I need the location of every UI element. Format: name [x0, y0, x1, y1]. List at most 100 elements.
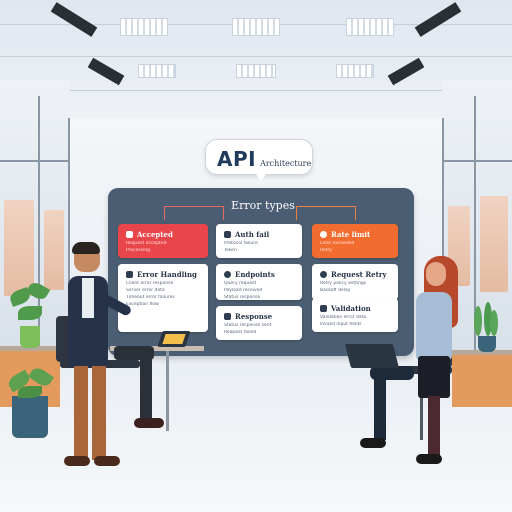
ceiling-light-panel — [236, 64, 276, 78]
plant-pot — [478, 336, 496, 352]
woman-shoe — [416, 454, 442, 464]
error-card-line: Limit exceeded — [320, 241, 355, 246]
bubble-tail — [256, 174, 266, 181]
error-card-line: Client error response — [126, 281, 174, 286]
error-card-line: Protocol failure — [224, 241, 258, 246]
error-card-header: Accepted — [126, 230, 202, 239]
error-card-title: Accepted — [137, 230, 173, 239]
chair-post — [420, 374, 423, 440]
plant-leaf — [490, 310, 498, 336]
page-subtitle: Architecture — [260, 159, 312, 168]
desk-leg — [166, 351, 169, 431]
link-icon — [224, 271, 231, 278]
error-card-title: Rate limit — [331, 230, 371, 239]
left-desk — [0, 346, 62, 351]
error-card-title: Endpoints — [235, 270, 275, 279]
ceiling-light-panel — [346, 18, 394, 36]
woman-face — [426, 262, 446, 286]
man-leg — [92, 366, 106, 460]
error-card-line: Token — [224, 248, 237, 253]
api-title-bubble: API Architecture — [205, 139, 313, 175]
plant-leaf — [18, 386, 42, 398]
man-shoe — [94, 456, 120, 466]
error-card-header: Request Retry — [320, 270, 392, 279]
shield-icon — [224, 231, 231, 238]
page-title: API — [217, 147, 257, 171]
window-reflection — [4, 200, 34, 296]
error-card-header: Auth fail — [224, 230, 296, 239]
error-card-line: Status response — [224, 295, 261, 300]
error-card-line: Payload received — [224, 288, 263, 293]
error-card-header: Response — [224, 312, 296, 321]
connector-bracket — [164, 206, 224, 220]
glass-frame — [474, 96, 476, 350]
error-card-line: Query request — [224, 281, 257, 286]
error-card-title: Response — [235, 312, 273, 321]
error-card-title: Validation — [331, 304, 371, 313]
ceiling-light-panel — [120, 18, 168, 36]
document-icon — [224, 313, 231, 320]
window-reflection — [480, 196, 508, 292]
ceiling-light-panel — [232, 18, 280, 36]
document-icon — [126, 271, 133, 278]
error-card-title: Auth fail — [235, 230, 270, 239]
woman-leg — [374, 374, 386, 440]
glass-frame — [38, 96, 40, 350]
man-leg — [74, 366, 88, 460]
error-card-header: Endpoints — [224, 270, 296, 279]
error-card-header: Rate limit — [320, 230, 392, 239]
plant-leaf — [18, 306, 42, 320]
glass-frame — [0, 160, 70, 162]
error-card-line: Request accepted — [126, 241, 167, 246]
error-card-line: Retry — [320, 248, 332, 253]
plant-pot — [20, 326, 40, 348]
right-desk-cabinet — [452, 355, 512, 407]
woman-blouse — [416, 292, 452, 360]
plant-leaf — [484, 302, 492, 336]
error-card-header: Validation — [320, 304, 392, 313]
center-desk — [110, 346, 204, 351]
laptop-screen — [162, 334, 186, 344]
error-card-line: Backoff delay — [320, 288, 351, 293]
error-card-line: Server error data — [126, 288, 165, 293]
seated-person-shoe — [134, 418, 164, 428]
error-card-line: Validation error data — [320, 315, 367, 320]
window-reflection — [44, 210, 64, 290]
check-icon — [320, 305, 327, 312]
alert-icon — [320, 231, 327, 238]
error-card-line: Request failed — [224, 330, 257, 335]
error-card-line: Timeout error failures — [126, 295, 175, 300]
plant-leaf — [474, 306, 482, 336]
error-card-line: Invalid input fields — [320, 322, 362, 327]
man-shoe — [64, 456, 90, 466]
error-card-title: Request Retry — [331, 270, 387, 279]
woman-shoe — [360, 438, 386, 448]
ceiling-light-panel — [138, 64, 176, 78]
woman-leg — [428, 396, 440, 456]
glass-frame — [442, 118, 444, 350]
error-card-header: Error Handling — [126, 270, 202, 279]
error-card-line: Processing — [126, 248, 151, 253]
error-card-title: Error Handling — [137, 270, 197, 279]
ceiling-grid-line — [0, 90, 512, 91]
woman-laptop — [345, 344, 399, 368]
error-card-line: Retry policy settings — [320, 281, 367, 286]
glass-frame — [68, 118, 70, 350]
floor-plant-pot — [12, 396, 48, 438]
ceiling-light-panel — [336, 64, 374, 78]
board-title: Error types — [231, 199, 295, 212]
glass-frame — [442, 160, 512, 162]
ceiling-grid-line — [0, 56, 512, 57]
error-card-line: Status response sent — [224, 323, 272, 328]
error-card-line: Exception flow — [126, 302, 159, 307]
connector-bracket — [296, 206, 356, 220]
